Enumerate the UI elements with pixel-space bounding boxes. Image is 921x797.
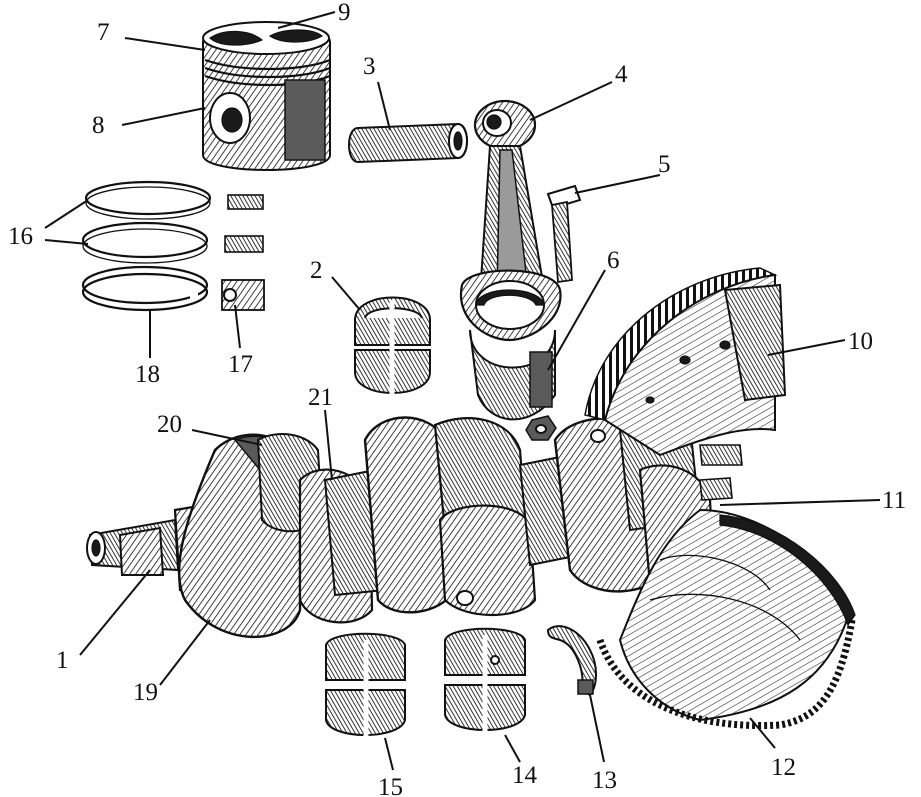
leader-14 <box>504 734 521 763</box>
leader-11 <box>719 499 881 506</box>
leader-1 <box>79 569 151 656</box>
leader-10 <box>767 339 846 356</box>
callout-7: 7 <box>97 19 110 46</box>
callout-13: 13 <box>592 767 617 794</box>
connecting-rod <box>459 99 562 342</box>
leader-19 <box>159 619 211 686</box>
leader-2 <box>331 276 361 311</box>
callout-21: 21 <box>308 384 333 411</box>
leader-4 <box>529 81 613 121</box>
callout-11: 11 <box>882 487 906 514</box>
leader-15 <box>384 737 394 771</box>
leader-17 <box>234 304 241 349</box>
callout-18: 18 <box>135 361 160 388</box>
piston <box>202 21 331 171</box>
callout-17: 17 <box>228 351 253 378</box>
flywheel <box>584 267 856 730</box>
callout-1: 1 <box>56 647 69 674</box>
callout-16: 16 <box>8 223 33 250</box>
callout-6: 6 <box>607 247 620 274</box>
connecting-rod-cap <box>469 329 556 421</box>
crankshaft <box>86 416 717 639</box>
callout-3: 3 <box>363 53 376 80</box>
leader-12 <box>749 717 776 749</box>
callout-labels: 1 2 3 4 5 6 7 8 9 10 11 12 13 14 15 16 1… <box>8 0 906 797</box>
leader-9 <box>277 11 336 29</box>
callout-15: 15 <box>378 774 403 797</box>
callout-20: 20 <box>157 411 182 438</box>
rod-bolt <box>546 184 582 284</box>
leader-5 <box>574 174 661 194</box>
callout-19: 19 <box>133 679 158 706</box>
leader-16a <box>44 199 89 229</box>
leader-20 <box>191 429 263 446</box>
leader-8 <box>121 107 206 126</box>
thrust-washer <box>546 625 597 697</box>
piston-pin <box>348 122 468 164</box>
callout-9: 9 <box>338 0 351 26</box>
leader-6 <box>547 269 606 371</box>
callout-14: 14 <box>512 762 538 789</box>
leader-21 <box>324 409 333 481</box>
leader-13 <box>589 694 605 763</box>
callout-5: 5 <box>658 151 671 178</box>
rod-nut <box>525 415 557 441</box>
callout-4: 4 <box>615 61 628 88</box>
bearing-shells-top <box>354 296 431 398</box>
callout-12: 12 <box>771 754 796 781</box>
piston-rings <box>81 180 212 312</box>
leader-3 <box>377 81 391 131</box>
callout-2: 2 <box>310 257 323 284</box>
leader-16b <box>44 239 89 245</box>
leader-lines <box>44 11 881 771</box>
ring-sections <box>221 194 265 311</box>
callout-8: 8 <box>92 112 105 139</box>
leader-7 <box>124 37 206 51</box>
callout-10: 10 <box>848 328 873 355</box>
main-bearing-shells <box>325 627 526 738</box>
